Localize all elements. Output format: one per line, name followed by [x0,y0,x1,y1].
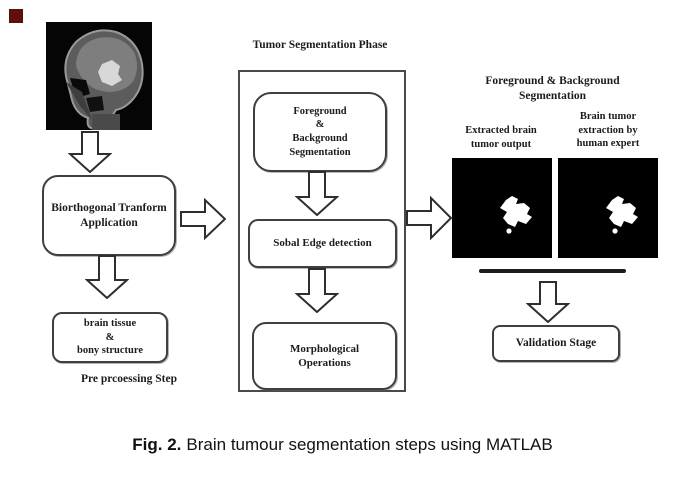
down-arrow-icon [68,131,112,173]
results-heading-line1: Foreground & Background [485,75,620,87]
down-arrow-icon [85,255,129,299]
foreground-background-box: Foreground & Background Segmentation [253,92,387,172]
sobel-edge-box: Sobal Edge detection [248,219,397,268]
caption-number: Fig. 2. [132,435,182,454]
preprocessing-stage-label: Pre prcoessing Step [80,373,178,385]
tumor-blob-graphic [500,196,532,234]
fgbox-line1: Foreground [293,105,347,117]
extracted-tumor-label: Extracted brain tumor output [465,125,537,150]
morphological-operations-box: Morphological Operations [252,322,397,390]
human-expert-label: Brain tumor extraction by human expert [576,111,640,150]
validation-stage-box: Validation Stage [492,325,620,362]
fgbox-line2: & [315,119,325,131]
mri-brain-image [46,22,152,130]
morph-line2: Operations [298,357,351,369]
right-arrow-icon [180,198,226,240]
figure-caption: Fig. 2.Brain tumour segmentation steps u… [0,435,685,455]
down-arrow-icon [526,281,570,323]
corner-marker-square [9,9,23,23]
results-heading-line2: Segmentation [518,89,587,102]
mri-brain-graphic [46,22,152,130]
down-arrow-icon [295,171,339,216]
down-arrow-icon [295,268,339,313]
tissue-line3: bony structure [76,345,143,357]
expert-tumor-image [558,158,658,258]
fgbox-line4: Segmentation [289,146,351,158]
biorthogonal-line2: Application [80,216,138,229]
validation-label: Validation Stage [515,337,597,350]
results-divider-line [479,269,626,273]
right-arrow-icon [406,196,452,240]
segmentation-phase-container [238,70,406,392]
segmentation-phase-title: Tumor Segmentation Phase [252,39,388,51]
morph-line1: Morphological [289,342,360,355]
sobel-label: Sobal Edge detection [273,237,372,250]
biorthogonal-line1: Biorthogonal Tranform [51,201,167,214]
tissue-line2: & [105,331,115,343]
results-heading: Foreground & Background Segmentation [470,74,635,104]
extracted-tumor-image [452,158,552,258]
brain-tissue-box: brain tissue & bony structure [52,312,168,363]
tumor-blob-graphic [606,196,638,234]
fgbox-line3: Background [292,133,348,144]
biorthogonal-transform-box: Biorthogonal Tranform Application [42,175,176,256]
tissue-line1: brain tissue [83,318,137,330]
caption-text: Brain tumour segmentation steps using MA… [186,435,553,454]
